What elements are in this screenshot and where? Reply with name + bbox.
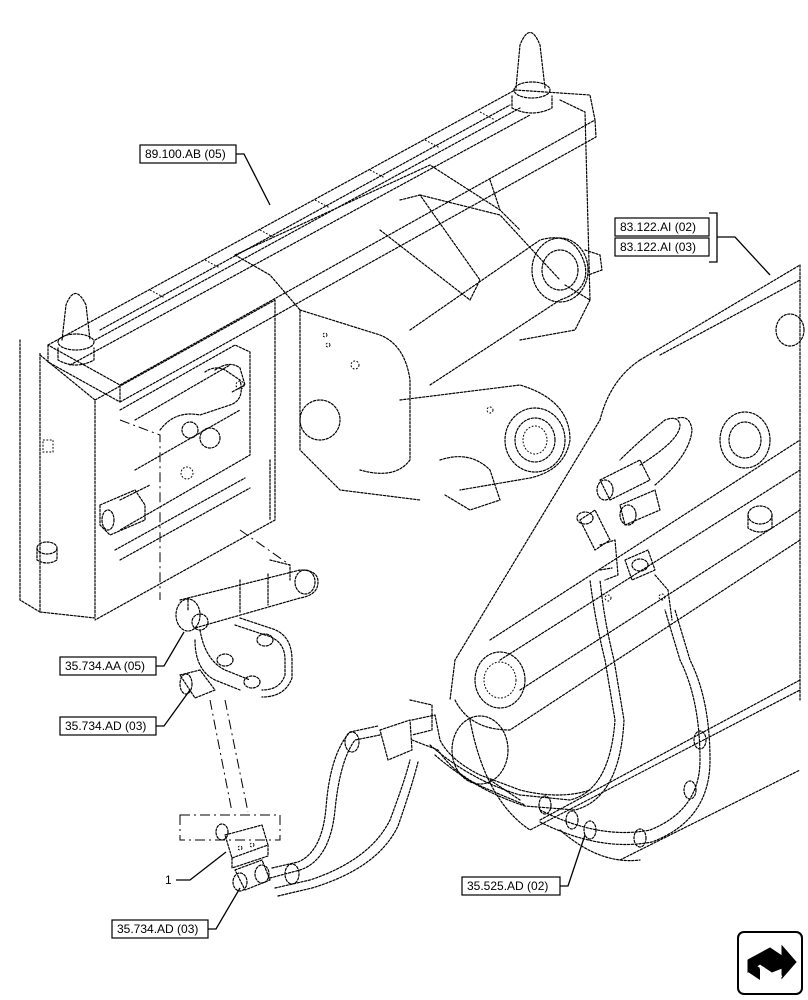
svg-text:1: 1 (165, 873, 172, 887)
item-1-label: 1 (165, 851, 227, 887)
svg-text:83.122.AI (02): 83.122.AI (02) (620, 220, 696, 234)
svg-text:35.525.AD (02): 35.525.AD (02) (467, 879, 548, 893)
svg-text:35.734.AD (03): 35.734.AD (03) (117, 922, 198, 936)
svg-text:35.734.AD (03): 35.734.AD (03) (65, 719, 146, 733)
callout-89-100-ab-05: 89.100.AB (05) (139, 144, 271, 206)
boom-tip-bracket (234, 164, 603, 511)
svg-text:35.734.AA (05): 35.734.AA (05) (65, 659, 145, 673)
callout-35-734-aa-05: 35.734.AA (05) (59, 631, 185, 676)
quick-coupler-frame (19, 31, 597, 621)
callout-83-122-ai: 83.122.AI (02) 83.122.AI (03) (614, 212, 771, 276)
callout-35-525-ad-02: 35.525.AD (02) (461, 834, 586, 896)
callout-35-734-ad-03-lower: 35.734.AD (03) (111, 887, 241, 939)
boom-arm (449, 264, 805, 862)
callout-35-734-ad-03-upper: 35.734.AD (03) (59, 689, 191, 736)
svg-text:89.100.AB (05): 89.100.AB (05) (145, 147, 226, 161)
boom-fittings (576, 416, 693, 621)
valve-block (215, 823, 271, 892)
cylinder-hoses (179, 617, 293, 699)
main-hoses (269, 579, 711, 897)
next-page-arrow-icon[interactable] (737, 931, 803, 995)
phantom-lines (119, 419, 291, 841)
svg-text:83.122.AI (03): 83.122.AI (03) (620, 240, 696, 254)
